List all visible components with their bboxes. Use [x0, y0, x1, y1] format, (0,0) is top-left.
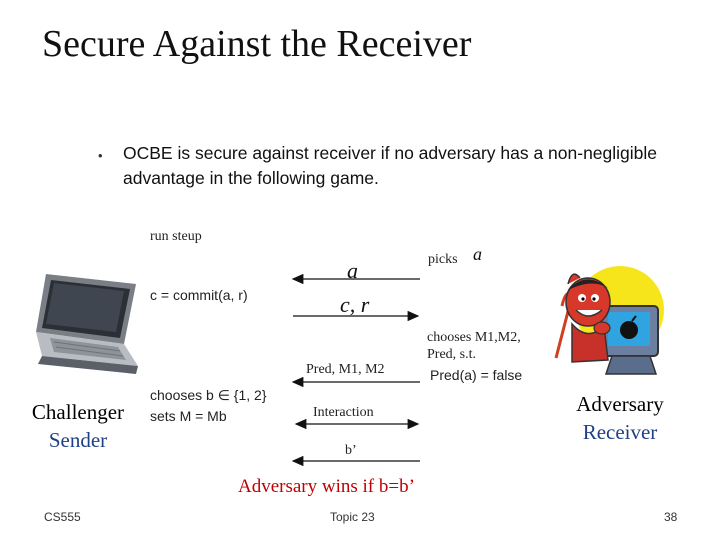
run-setup-label: run steup [150, 229, 202, 244]
pred-false-formula: Pred(a) = false [430, 367, 523, 383]
receiver-label: Receiver [582, 420, 658, 444]
bullet-text: OCBE is secure against receiver if no ad… [123, 143, 658, 188]
sets-m-formula: sets M = Mb [150, 408, 227, 424]
adversary-role: Adversary Receiver [560, 390, 680, 446]
challenger-label: Challenger [31, 400, 125, 424]
commit-formula: c = commit(a, r) [150, 287, 248, 303]
message-b-prime: b’ [345, 443, 357, 458]
message-a: a [347, 258, 358, 283]
message-interaction: Interaction [313, 405, 374, 420]
message-c-r: c, r [340, 292, 370, 317]
chooses-b-formula: chooses b ∈ {1, 2} [150, 387, 267, 403]
bullet-marker: • [98, 148, 103, 163]
adversary-label: Adversary [576, 392, 664, 416]
laptop-icon [36, 274, 138, 374]
footer-course: CS555 [44, 510, 81, 524]
footer-page-number: 38 [664, 510, 678, 524]
chooses-m-label: chooses M1,M2, [427, 330, 521, 345]
picks-variable: a [473, 244, 482, 264]
sender-label: Sender [48, 428, 108, 452]
challenger-role: Challenger Sender [18, 398, 138, 454]
pred-st-label: Pred, s.t. [427, 347, 476, 362]
slide-title: Secure Against the Receiver [42, 23, 472, 65]
footer-topic: Topic 23 [330, 510, 375, 524]
picks-label: picks [428, 252, 458, 267]
devil-computer-icon [554, 266, 664, 375]
win-condition: Adversary wins if b=b’ [238, 476, 415, 497]
message-pred: Pred, M1, M2 [306, 362, 385, 377]
